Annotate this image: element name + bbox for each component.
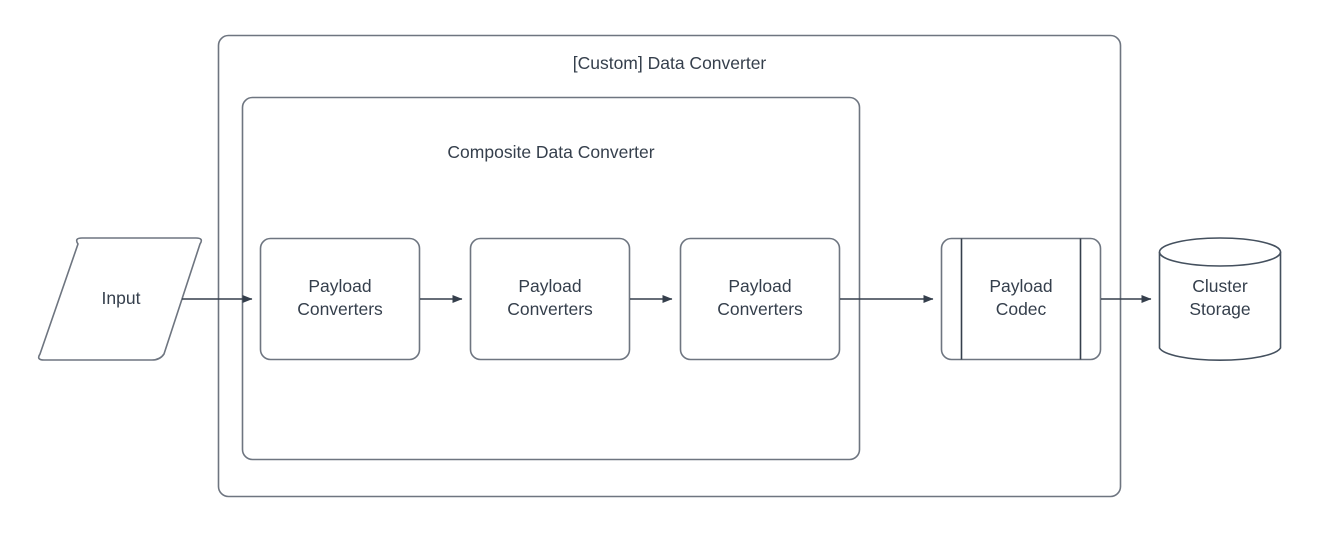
node-payload-converters-2-shape[interactable]: [469, 237, 631, 361]
node-payload-converters-1-shape[interactable]: [259, 237, 421, 361]
node-cluster-storage-shape[interactable]: [1158, 237, 1282, 362]
node-input-shape[interactable]: [37, 237, 203, 361]
node-payload-codec-shape[interactable]: [940, 237, 1102, 361]
node-payload-converters-3-shape[interactable]: [679, 237, 841, 361]
